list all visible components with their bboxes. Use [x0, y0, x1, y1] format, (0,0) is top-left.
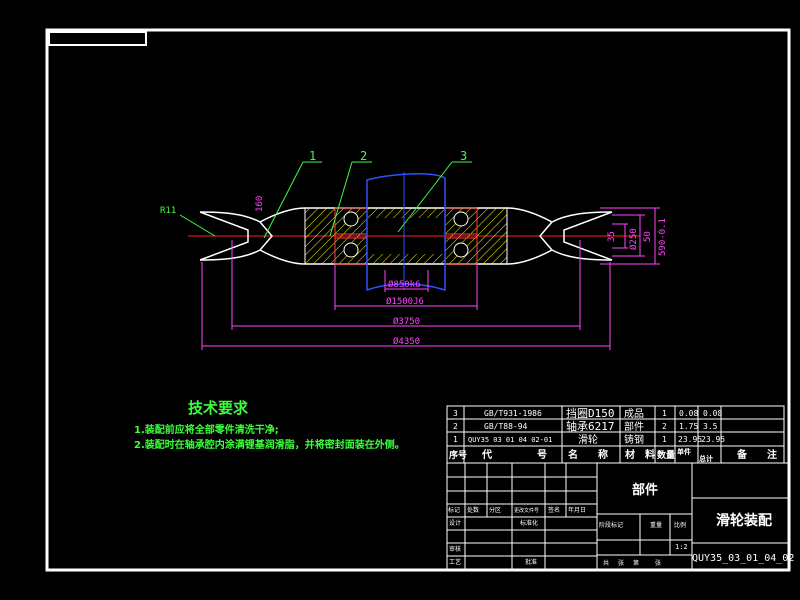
bom-cell: GB/T931-1986 [484, 409, 542, 418]
dimension-lines [201, 207, 660, 350]
bom-row-3: 3 GB/T931-1986 挡圈D150 成品 1 0.08 0.08 [453, 406, 722, 420]
bom-header-cell: 代 [481, 448, 492, 461]
dim-850: Ø850k6 [388, 279, 421, 290]
dim-160: 160 [255, 196, 265, 212]
hub-center-hatch-top [367, 208, 445, 218]
tb-label: 签名 [548, 506, 560, 514]
dim-35: 35 [607, 231, 617, 242]
tb-label: 年月日 [568, 506, 586, 514]
tb-label: 第 [633, 559, 639, 567]
title-block-labels: 标记 处数 分区 更改文件号 签名 年月日 设计 标准化 审核 工艺 批准 阶段… [448, 506, 686, 567]
bom-cell: GB/T88-94 [484, 422, 528, 431]
bom-cell: 滑轮 [578, 433, 598, 446]
bom-cell: 3.5 [703, 422, 718, 431]
bom-cell: 2 [453, 422, 458, 431]
bom-header-cell: 料 [645, 448, 655, 461]
tb-label: 审核 [449, 545, 461, 553]
bom-row-1: 1 QUY35 03 01 04 02-01 滑轮 铸钢 1 23.95 23.… [453, 433, 725, 446]
tb-scale: 1:2 [675, 543, 688, 551]
tb-label: 重量 [650, 521, 662, 529]
leaders [179, 161, 472, 239]
dim-4350: Ø4350 [393, 336, 420, 347]
dim-d250: Ø250 [628, 228, 639, 250]
dim-590: 590-0.1 [658, 218, 668, 256]
bom-row-2: 2 GB/T88-94 轴承6217 部件 2 1.75 3.5 [453, 419, 718, 433]
drawing-frame [45, 28, 791, 572]
bom-header: 序号 代 号 名 称 材 料 数量 单件 总计 备 注 [449, 447, 777, 463]
part-label-3: 3 [460, 149, 467, 163]
bom-table [446, 405, 785, 464]
dim-3750: Ø3750 [393, 316, 420, 327]
hub-center-hatch-bottom [367, 254, 445, 264]
bom-header-cell: 序号 [449, 449, 467, 461]
tech-requirements-title: 技术要求 [188, 399, 249, 417]
bom-cell: 部件 [624, 420, 644, 433]
bom-cell: 0.08 [703, 409, 722, 418]
tb-label: 标准化 [520, 519, 538, 527]
bom-cell: 1 [453, 435, 458, 444]
bom-header-cell: 材 [625, 448, 635, 461]
bom-header-cell: 单件 [677, 447, 691, 456]
bom-cell: 2 [662, 422, 667, 431]
tb-label: 张 [655, 559, 661, 567]
tb-label: 批准 [525, 558, 537, 566]
bom-cell: 成品 [624, 408, 644, 420]
tb-drawing-no: QUY35_03_01_04_02 [692, 553, 794, 564]
part-label-1: 1 [309, 149, 316, 163]
bom-header-cell: 称 [598, 448, 608, 461]
tb-name: 滑轮装配 [716, 512, 772, 529]
title-block [446, 462, 790, 570]
bom-cell: 23.95 [701, 435, 725, 444]
bom-cell: 铸钢 [624, 433, 644, 446]
bom-header-cell: 名 [568, 448, 578, 461]
dim-1500: Ø1500J6 [386, 296, 424, 307]
tb-label: 标记 [448, 506, 460, 514]
tb-label: 更改文件号 [514, 507, 539, 514]
tb-category: 部件 [632, 482, 658, 498]
tech-requirement-1: 1.装配前应将全部零件清洗干净; [134, 425, 279, 436]
bom-header-cell: 数量 [657, 449, 675, 461]
bom-cell: 1 [662, 435, 667, 444]
tb-label: 设计 [449, 519, 461, 527]
shaft [366, 173, 446, 292]
dim-50: 50 [643, 231, 653, 242]
tb-label: 张 [618, 559, 624, 567]
bom-header-cell: 总计 [699, 454, 713, 463]
tb-label: 处数 [467, 506, 479, 514]
bom-header-cell: 备 [736, 448, 748, 461]
tb-label: 分区 [489, 506, 501, 514]
tb-label: 共 [603, 559, 609, 567]
tb-label: 阶段标记 [599, 521, 623, 529]
bom-cell: 3 [453, 409, 458, 418]
bom-cell: 1.75 [679, 422, 698, 431]
bom-cell: QUY35 03 01 04 02-01 [468, 436, 552, 444]
part-label-2: 2 [360, 149, 367, 163]
bom-cell: 轴承6217 [566, 419, 615, 433]
bom-cell: 挡圈D150 [566, 406, 615, 420]
bom-cell: 23.95 [678, 435, 702, 444]
tech-requirement-2: 2.装配时在轴承腔内涂满锂基润滑脂，并将密封面装在外侧。 [134, 440, 405, 451]
bom-header-cell: 注 [767, 448, 777, 461]
frame-corner-tab [48, 31, 147, 46]
tb-label: 工艺 [449, 558, 461, 566]
bom-header-cell: 号 [537, 449, 547, 461]
dim-r11: R11 [160, 206, 176, 216]
bom-cell: 1 [662, 409, 667, 418]
bom-cell: 0.08 [679, 409, 698, 418]
tb-label: 比例 [674, 521, 686, 529]
